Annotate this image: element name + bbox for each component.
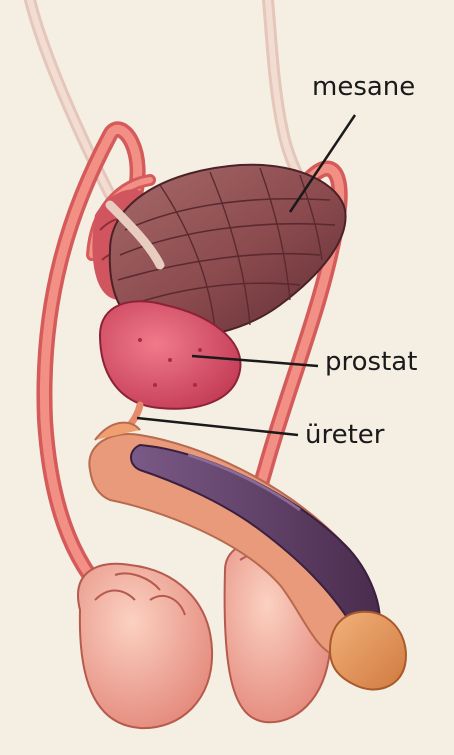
label-mesane: mesane xyxy=(312,74,415,100)
label-ureter: üreter xyxy=(305,422,384,448)
label-prostat: prostat xyxy=(325,349,417,375)
